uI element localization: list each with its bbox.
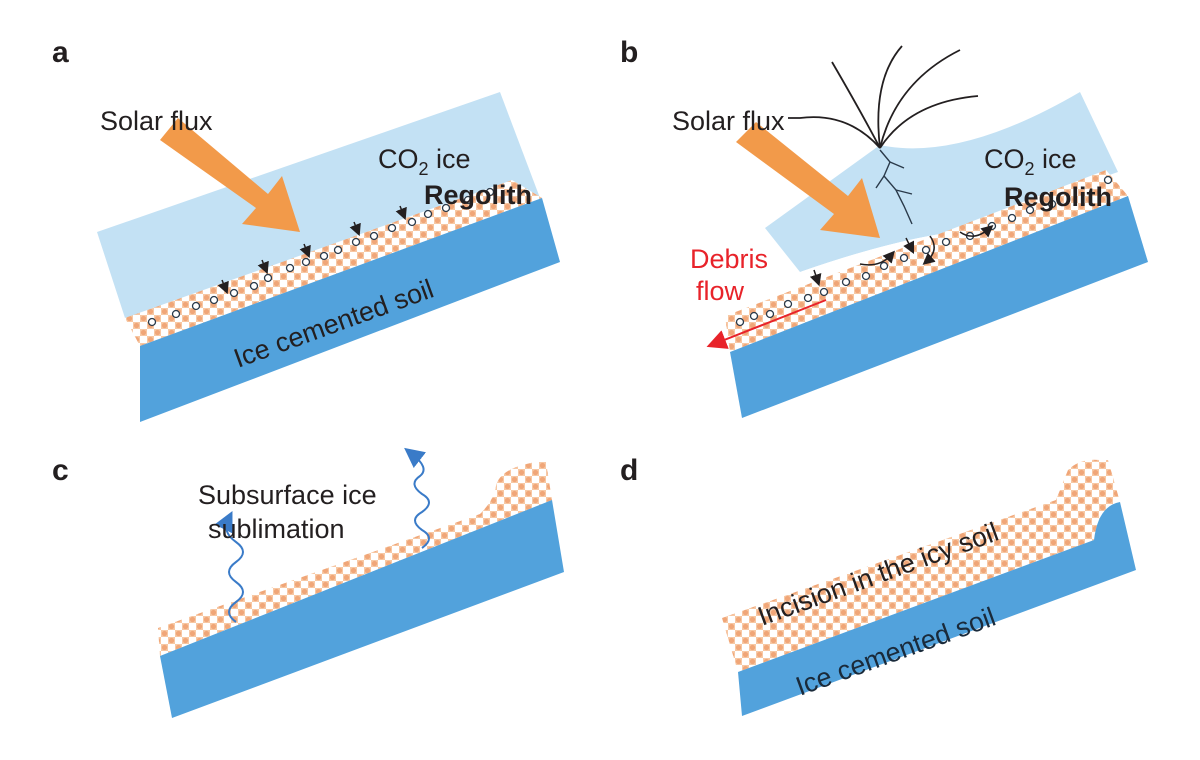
ice-soil-layer (738, 502, 1136, 716)
panel-letter-b: b (620, 36, 638, 69)
panel-b: b (620, 36, 1148, 418)
sublimation-label-line2: sublimation (208, 514, 345, 544)
panel-c: c Subsurface ice sublimation (52, 447, 564, 718)
co2-ice-layer (97, 92, 540, 318)
regolith-layer (722, 459, 1120, 672)
regolith-grains (147, 187, 495, 327)
regolith-label: Regolith (1004, 182, 1112, 212)
debris-label-line1: Debris (690, 244, 768, 274)
ice-crack (875, 149, 913, 225)
panel-letter-d: d (620, 454, 638, 487)
ice-soil-layer (730, 196, 1148, 418)
sublimation-arrow-left (214, 511, 244, 623)
gas-arrows (217, 205, 407, 295)
ice-soil-layer (160, 500, 564, 718)
solar-flux-arrow (160, 118, 300, 232)
regolith-layer (125, 180, 542, 346)
sublimation-arrow-right (404, 447, 430, 549)
gas-arrows (809, 225, 994, 287)
debris-label-line2: flow (696, 276, 745, 306)
panel-letter-a: a (52, 36, 69, 69)
solar-flux-label: Solar flux (100, 106, 213, 136)
panel-d: d Incision in the icy soil Ice cemented … (620, 454, 1136, 716)
solar-flux-label: Solar flux (672, 106, 785, 136)
co2-ice-label: CO2 ice (984, 144, 1077, 179)
solar-flux-arrow (736, 122, 880, 238)
sublimation-label-line1: Subsurface ice (198, 480, 377, 510)
co2-ice-label: CO2 ice (378, 144, 471, 179)
panel-letter-c: c (52, 454, 69, 487)
ice-soil-layer (140, 198, 560, 422)
regolith-layer (158, 462, 552, 656)
panel-a: a Solar flux CO2 ice Regolith (52, 36, 560, 422)
regolith-label: Regolith (424, 180, 532, 210)
gas-jet-lines (788, 45, 979, 149)
debris-flow-arrow (706, 299, 827, 349)
